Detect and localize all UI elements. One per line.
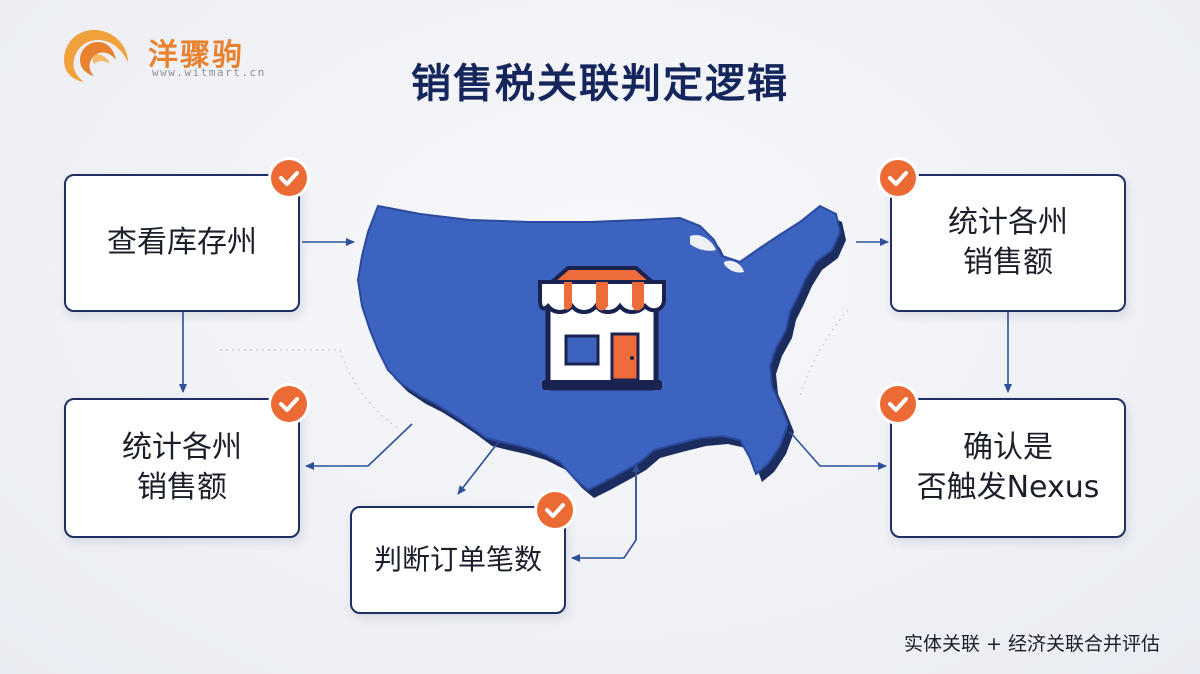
bird-logo-icon <box>64 30 128 82</box>
brand-name: 洋骤驹 <box>148 38 244 73</box>
step-check-inventory-card: 查看库存州 <box>64 174 300 312</box>
step-state-sales-right-card: 统计各州 销售额 <box>890 174 1126 312</box>
step-confirm-nexus-card: 确认是 否触发Nexus <box>890 398 1126 538</box>
page-title: 销售税关联判定逻辑 <box>411 61 789 107</box>
arrow-map-to-sales-left <box>305 423 413 470</box>
check-badge-icon <box>537 492 573 528</box>
step-count-orders-label: 判断订单笔数 <box>373 543 542 576</box>
brand-logo: 洋骤驹 www.witmart.cn <box>56 24 296 84</box>
check-badge-icon <box>271 386 307 422</box>
step-state-sales-left-card: 统计各州 销售额 <box>64 398 300 538</box>
guide-lines <box>220 309 849 429</box>
flow-arrows <box>179 238 1012 562</box>
step-check-inventory-label: 查看库存州 <box>107 225 257 260</box>
check-badge-icon <box>271 160 307 196</box>
check-badge-icon <box>880 386 916 422</box>
brand-url: www.witmart.cn <box>152 66 266 79</box>
arrow-map-to-orders <box>457 439 501 495</box>
footnote: 实体关联 + 经济关联合并评估 <box>904 633 1160 655</box>
check-badge-icon <box>880 160 916 196</box>
step-confirm-nexus-label: 确认是 否触发Nexus <box>916 430 1100 505</box>
step-count-orders-card: 判断订单笔数 <box>350 506 566 614</box>
great-lakes <box>724 260 744 273</box>
arrow-map-to-nexus <box>789 431 887 470</box>
great-lakes <box>690 234 716 251</box>
step-state-sales-left-label: 统计各州 销售额 <box>122 430 242 505</box>
step-state-sales-right-label: 统计各州 销售额 <box>948 205 1068 280</box>
storefront-icon <box>538 266 666 391</box>
